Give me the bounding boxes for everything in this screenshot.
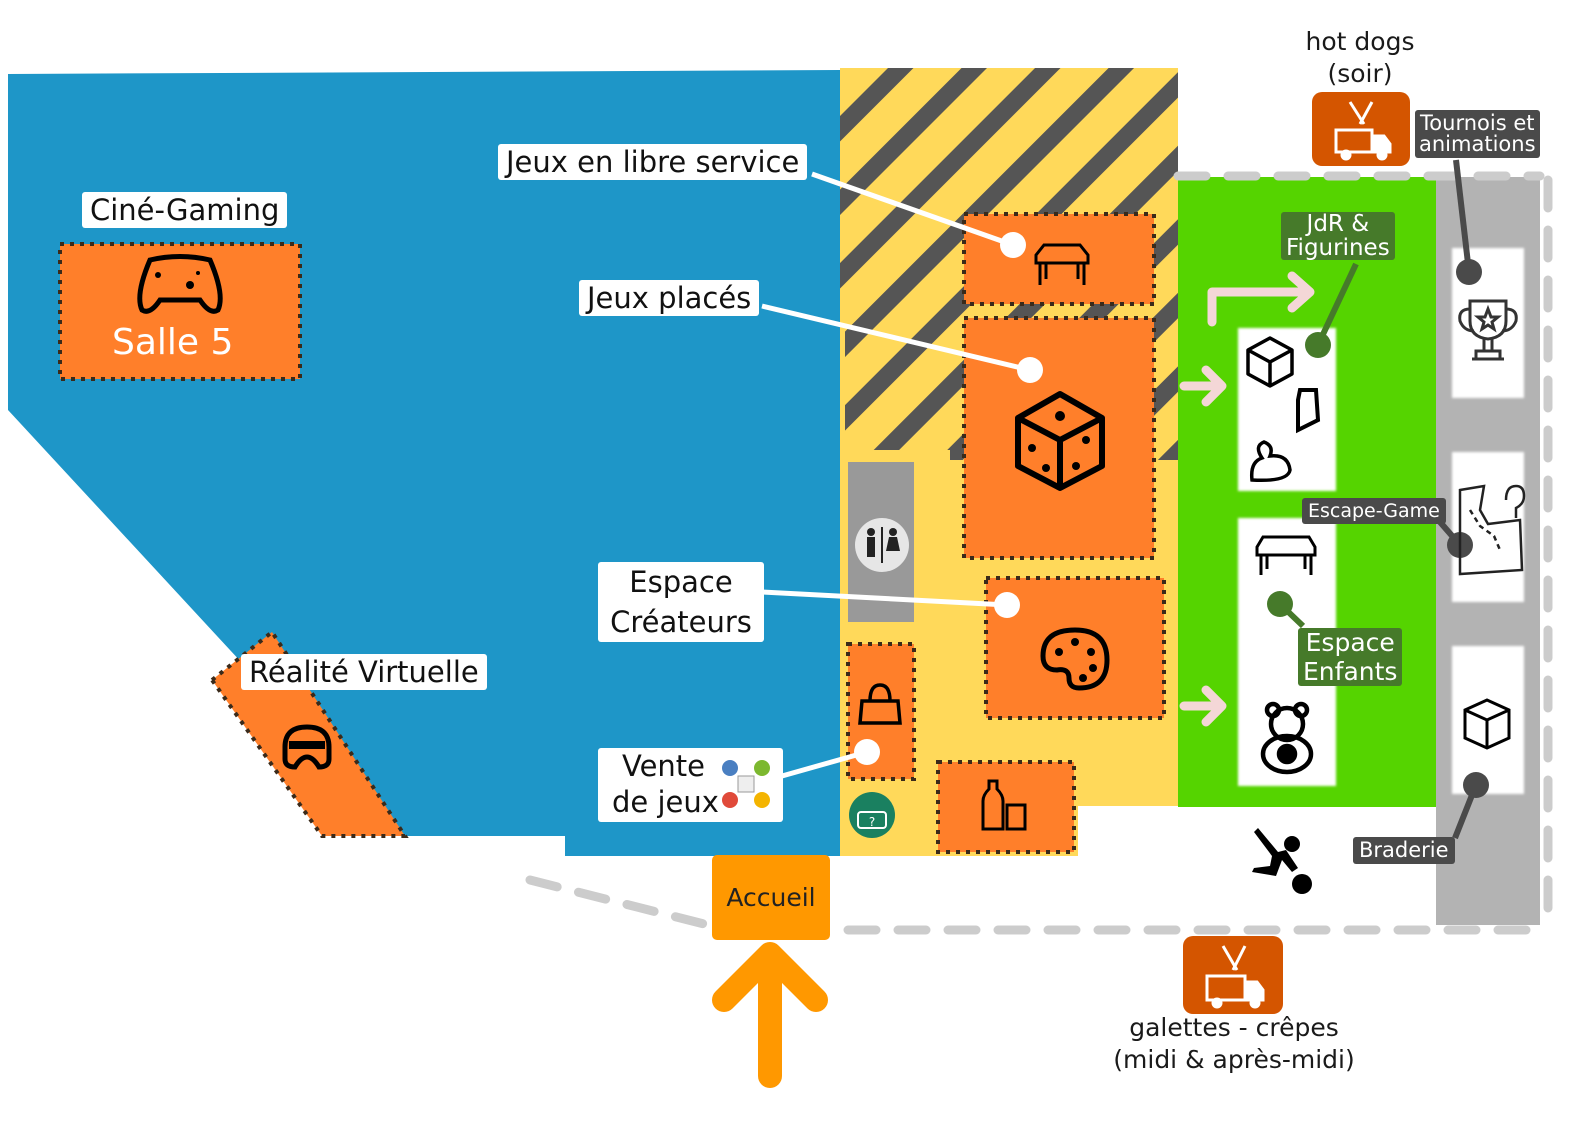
table-icon: [1034, 243, 1090, 285]
flow-arrows: [1179, 271, 1315, 727]
food-truck-icon: [1205, 945, 1265, 1009]
label-jdr-line1: JdR &: [1306, 211, 1370, 237]
drinks-icon: [981, 779, 1027, 831]
bag-icon: [858, 683, 902, 725]
galettes-line2: (midi & après-midi): [1113, 1045, 1355, 1074]
room-name-salle5: Salle 5: [112, 322, 234, 363]
label-enfants-line2: Enfants: [1303, 657, 1398, 686]
label-escape-game: Escape-Game: [1302, 498, 1446, 524]
callout-lines-dark: [1437, 159, 1489, 840]
toilets-icon: [855, 518, 909, 572]
label-espace-enfants: Espace Enfants: [1298, 628, 1403, 686]
teddy-bear-icon: [1260, 701, 1314, 775]
label-realite-virtuelle: Réalité Virtuelle: [241, 654, 487, 690]
callout-lines: [761, 171, 1043, 779]
dashed-walls: [525, 171, 1553, 935]
blue-hall: [8, 70, 840, 856]
zone-salle5: [58, 242, 302, 381]
kids-table-icon: [1255, 535, 1317, 575]
moai-figurine-icon: [1296, 388, 1321, 434]
lost-and-found-icon: ?: [849, 792, 895, 838]
dragon-icon: [1249, 440, 1292, 483]
label-braderie: Braderie: [1353, 837, 1455, 864]
bowling-player-icon: [1252, 828, 1312, 894]
palette-icon: [1040, 627, 1110, 691]
label-enfants-line1: Espace: [1305, 628, 1395, 657]
food-truck-icon: [1334, 101, 1392, 161]
label-vente-line1: Vente: [622, 749, 706, 783]
label-vente-line2: de jeux: [612, 785, 719, 819]
svg-text:?: ?: [869, 815, 875, 829]
label-createurs-line1: Espace: [629, 565, 733, 599]
game-controller-icon: [137, 254, 223, 314]
accueil-desk: Accueil: [712, 855, 830, 940]
trophy-icon: [1458, 299, 1518, 361]
label-tournois-line2: animations: [1419, 132, 1536, 156]
box-icon: [1463, 698, 1511, 750]
label-createurs-line2: Créateurs: [610, 605, 752, 639]
hotdogs-line2: (soir): [1327, 59, 1393, 88]
label-jeux-places: Jeux placés: [579, 280, 760, 316]
entrance-arrow-icon: [712, 942, 828, 1088]
label-tournois-line1: Tournois et: [1420, 111, 1535, 135]
treasure-map-icon: [1458, 484, 1526, 576]
label-cine-gaming: Ciné-Gaming: [82, 192, 288, 228]
vr-headset-icon: [282, 724, 332, 770]
galettes-line1: galettes - crêpes: [1129, 1013, 1339, 1042]
galettes-label: galettes - crêpes (midi & après-midi): [1100, 1012, 1368, 1076]
label-espace-createurs: Espace Créateurs: [598, 562, 764, 642]
food-truck-hotdogs: [1312, 92, 1410, 166]
label-tournois-animations: Tournois et animations: [1415, 110, 1540, 158]
hotdogs-label: hot dogs (soir): [1290, 26, 1430, 90]
hotdogs-line1: hot dogs: [1305, 27, 1415, 56]
callout-lines-green: [1267, 262, 1359, 629]
label-jdr-figurines: JdR & Figurines: [1281, 212, 1395, 260]
jdr-dice-icon: [1246, 336, 1294, 388]
dice-icon: [1015, 391, 1105, 491]
label-jdr-line2: Figurines: [1286, 235, 1390, 261]
shop-logo-icon: [722, 760, 770, 808]
label-vente-de-jeux: Vente de jeux: [598, 748, 783, 822]
label-jeux-libre-service: Jeux en libre service: [498, 144, 808, 180]
zone-libre-service: [962, 212, 1156, 306]
food-truck-galettes: [1183, 936, 1283, 1014]
